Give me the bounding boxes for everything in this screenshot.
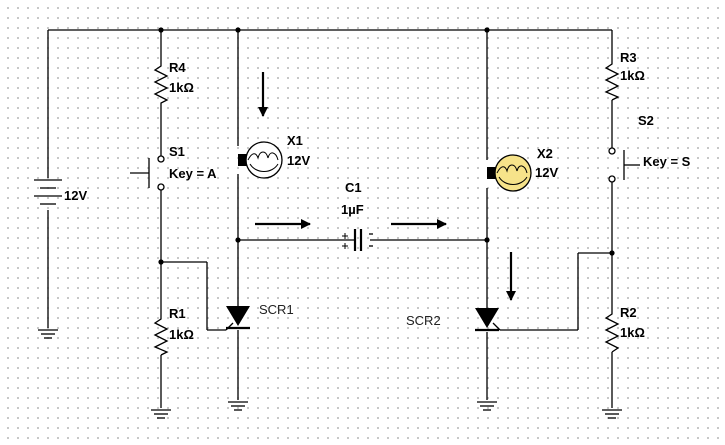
- lamp-x2: [487, 154, 532, 192]
- resistor-r2: [604, 310, 620, 353]
- r3-value-label: 1kΩ: [620, 68, 645, 83]
- resistor-r3: [604, 60, 620, 101]
- wires: [47, 29, 613, 408]
- junction-dots: [158, 27, 615, 265]
- battery: [34, 179, 62, 205]
- scr2: [475, 308, 501, 332]
- switch-s1[interactable]: [130, 155, 165, 191]
- ground-symbol-r1: [151, 409, 171, 419]
- switch-s2[interactable]: [608, 147, 640, 183]
- lamp-x1: [238, 141, 283, 179]
- r2-value-label: 1kΩ: [620, 325, 645, 340]
- s2-ref-label: S2: [638, 113, 654, 128]
- scr2-ref-label: SCR2: [406, 313, 441, 328]
- s1-key-label: Key = A: [169, 166, 217, 181]
- x1-ref-label: X1: [287, 133, 303, 148]
- ground-symbol-battery: [38, 329, 58, 339]
- r2-ref-label: R2: [620, 305, 637, 320]
- ground-symbol-scr1: [228, 401, 248, 411]
- r4-ref-label: R4: [169, 60, 186, 75]
- scr1-ref-label: SCR1: [259, 302, 294, 317]
- capacitor-plus-marks: [342, 233, 348, 249]
- scr1: [225, 306, 250, 331]
- ground-symbols: [38, 329, 622, 419]
- r1-ref-label: R1: [169, 306, 186, 321]
- capacitor-c1: [353, 229, 373, 251]
- resistor-r1: [153, 315, 169, 356]
- ground-symbol-r2: [602, 409, 622, 419]
- c1-value-label: 1µF: [341, 202, 364, 217]
- current-arrows: [255, 72, 516, 301]
- x1-value-label: 12V: [287, 153, 310, 168]
- resistor-r4: [153, 62, 169, 106]
- ground-symbol-scr2: [477, 401, 497, 411]
- x2-ref-label: X2: [537, 146, 553, 161]
- r1-value-label: 1kΩ: [169, 327, 194, 342]
- s1-ref-label: S1: [169, 144, 185, 159]
- r3-ref-label: R3: [620, 50, 637, 65]
- c1-ref-label: C1: [345, 180, 362, 195]
- battery-value-label: 12V: [64, 188, 87, 203]
- r4-value-label: 1kΩ: [169, 80, 194, 95]
- s2-key-label: Key = S: [643, 154, 691, 169]
- x2-value-label: 12V: [535, 165, 558, 180]
